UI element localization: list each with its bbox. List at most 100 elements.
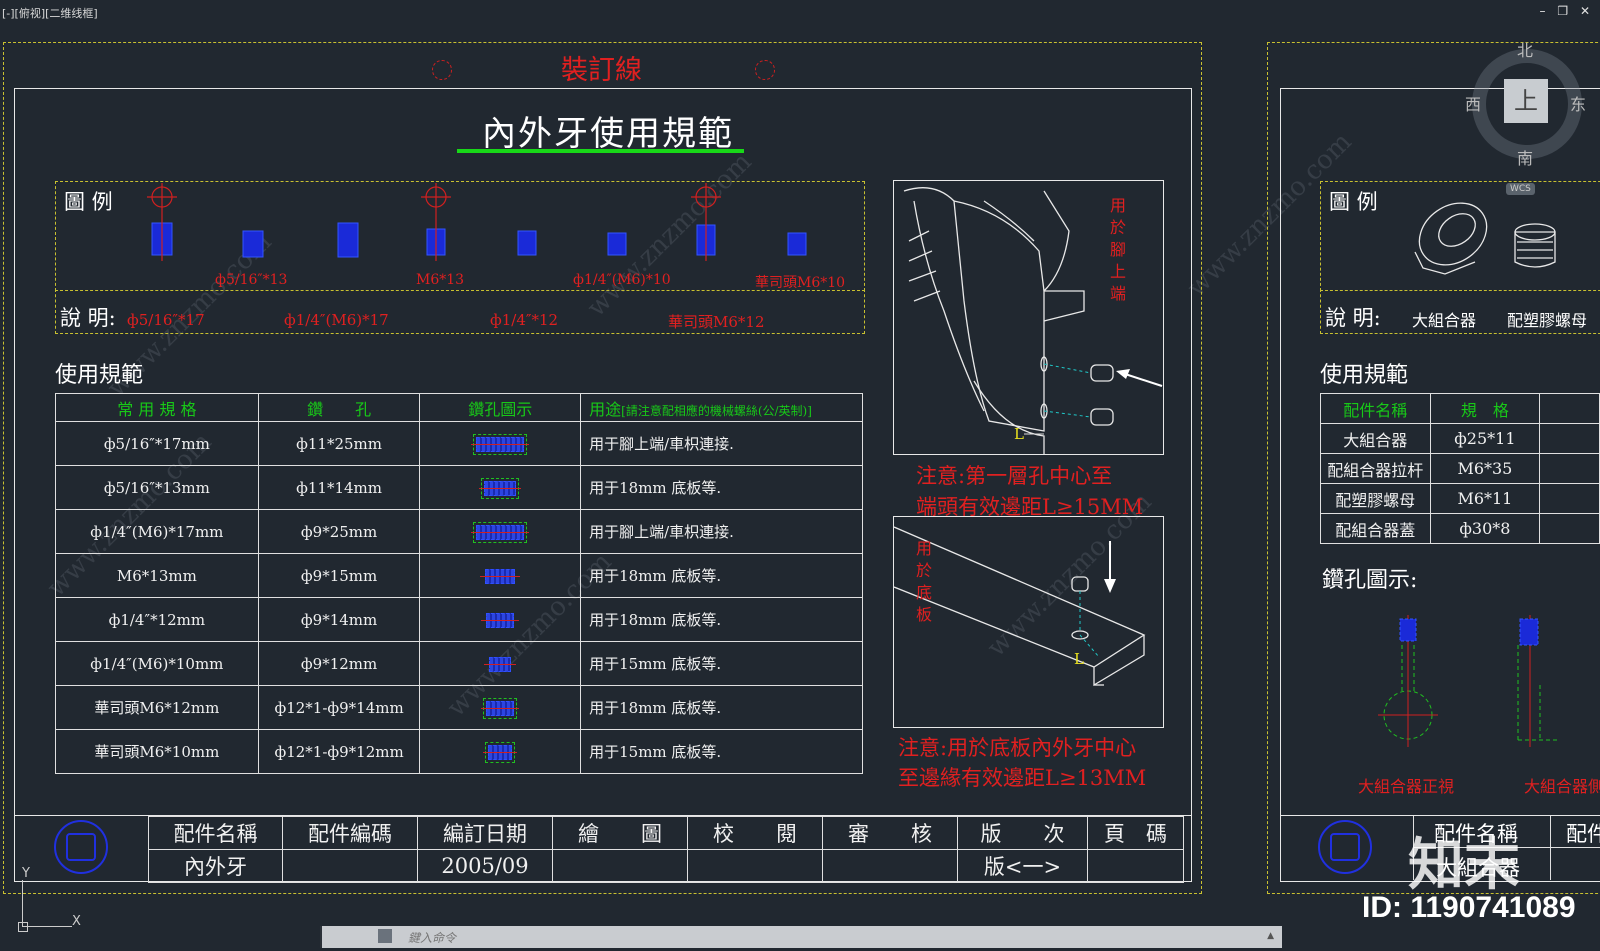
viewcube-north[interactable]: 北: [1517, 41, 1534, 60]
drill-diagram: [419, 597, 582, 642]
table-cell: 華司頭M6*10mm: [55, 729, 259, 774]
title-block-value: 版<一>: [957, 849, 1088, 883]
insert-nut-symbol: [787, 232, 807, 256]
figure2-letter: L: [1074, 650, 1084, 668]
right-sheet-inner-border: [1280, 88, 1600, 882]
title-block-value: [282, 849, 418, 883]
table-cell: ф11*14mm: [257, 465, 421, 510]
drill-diagram: [419, 509, 582, 554]
table-cell: 大組合器: [1320, 423, 1431, 454]
table-cell: 用于18mm 底板等.: [580, 685, 863, 730]
title-block-header: 審 核: [822, 816, 958, 850]
column-header-usage: 用途[請注意配相應的機械螺絲(公/英制)]: [580, 393, 863, 422]
restore-icon[interactable]: ❐: [1557, 4, 1573, 18]
viewcube-west[interactable]: 西: [1465, 95, 1482, 114]
legend-item: ф5/16″*13: [215, 272, 288, 288]
description-item: 華司頭M6*12: [668, 313, 765, 331]
ucs-origin: [18, 922, 28, 932]
table-cell: ф12*1-ф9*12mm: [257, 729, 421, 774]
right-title-block-line: [1280, 815, 1600, 816]
description-item: ф1/4″*12: [490, 311, 559, 329]
window-controls[interactable]: – ❐ ✕: [1540, 4, 1594, 18]
viewcube-south[interactable]: 南: [1517, 149, 1534, 168]
title-block-value: [552, 849, 688, 883]
column-header: 配件名稱: [1320, 393, 1431, 424]
description-box: [55, 289, 865, 334]
legend-item: 華司頭M6*10: [755, 275, 846, 291]
drill-diagram: [419, 421, 582, 466]
viewport-label[interactable]: [-][俯视][二维线框]: [2, 7, 98, 20]
right-usage-title: 使用規範: [1320, 363, 1409, 388]
table-cell: 用于腳上端/車枳連接.: [580, 509, 863, 554]
column-header: 常 用 規 格: [55, 393, 259, 422]
column-header: [1539, 393, 1600, 424]
table-row: 華司頭M6*10mm ф12*1-ф9*12mm 用于15mm 底板等.: [55, 729, 863, 774]
title-block-top-line: [14, 815, 1192, 816]
table-header-row: 常 用 規 格 鑽 孔 鑽孔圖示 用途[請注意配相應的機械螺絲(公/英制)]: [55, 393, 863, 422]
ucs-y-axis: [22, 880, 23, 926]
table-row: M6*13mm ф9*15mm 用于18mm 底板等.: [55, 553, 863, 598]
viewcube-east[interactable]: 东: [1570, 95, 1587, 114]
table-row: 華司頭M6*12mm ф12*1-ф9*14mm 用于18mm 底板等.: [55, 685, 863, 730]
figure-leg-top: [893, 180, 1164, 455]
table-cell: ф9*25mm: [257, 509, 421, 554]
title-block-value-row: 內外牙 2005/09 版<一>: [148, 849, 1184, 883]
table-cell: [1539, 483, 1600, 514]
wcs-menu[interactable]: WCS: [1506, 183, 1535, 195]
title-block-value: [687, 849, 823, 883]
close-icon[interactable]: ✕: [1579, 4, 1594, 18]
right-description-item: 大組合器: [1412, 311, 1477, 330]
title-underline: [457, 149, 744, 153]
binding-line-label: 裝訂線: [561, 55, 642, 86]
figure2-note-line1: 注意:用於底板內外牙中心: [898, 736, 1137, 760]
drill-diagram: [419, 641, 582, 686]
right-title-block-value: 大組合器: [1436, 856, 1520, 880]
command-prompt-icon[interactable]: [378, 929, 392, 943]
table-cell: ф30*8: [1429, 513, 1541, 544]
table-row: ф1/4″*12mm ф9*14mm 用于18mm 底板等.: [55, 597, 863, 642]
title-block-value: 2005/09: [417, 849, 553, 883]
table-cell: 配組合器拉杆: [1320, 453, 1431, 484]
right-drill-caption: 大組合器正視: [1358, 777, 1455, 796]
table-cell: 用于15mm 底板等.: [580, 729, 863, 774]
table-cell: ф1/4″(M6)*17mm: [55, 509, 259, 554]
table-cell: ф9*15mm: [257, 553, 421, 598]
table-row: ф5/16″*17mm ф11*25mm 用于腳上端/車枳連接.: [55, 421, 863, 466]
right-drill-title: 鑽孔圖示:: [1322, 568, 1418, 593]
description-item: ф5/16″*17: [127, 311, 205, 329]
leg-drawing: [903, 187, 1163, 454]
command-input-placeholder[interactable]: 鍵入命令: [408, 931, 457, 945]
table-cell: 用于15mm 底板等.: [580, 641, 863, 686]
table-cell: ф11*25mm: [257, 421, 421, 466]
command-line[interactable]: 鍵入命令 ▲: [322, 926, 1282, 948]
table-cell: 用于腳上端/車枳連接.: [580, 421, 863, 466]
binding-hole-left: [432, 60, 452, 80]
viewcube-face-top[interactable]: 上: [1504, 79, 1548, 123]
table-cell: [1539, 423, 1600, 454]
table-cell: 用于18mm 底板等.: [580, 597, 863, 642]
usage-title: 使用規範: [55, 363, 144, 388]
table-cell: [1539, 453, 1600, 484]
table-cell: 華司頭M6*12mm: [55, 685, 259, 730]
insert-nut-symbol: [607, 232, 627, 256]
spec-table: 常 用 規 格 鑽 孔 鑽孔圖示 用途[請注意配相應的機械螺絲(公/英制)] ф…: [55, 393, 863, 774]
table-cell: ф5/16″*13mm: [55, 465, 259, 510]
drill-diagram: [419, 729, 582, 774]
column-header: 規 格: [1429, 393, 1541, 424]
column-header: 鑽孔圖示: [419, 393, 582, 422]
title-block-header: 配件名稱: [148, 816, 283, 850]
table-cell: ф9*12mm: [257, 641, 421, 686]
legend-label: 圖 例: [64, 190, 113, 214]
command-history-icon[interactable]: ▲: [1267, 931, 1274, 941]
minimize-icon[interactable]: –: [1539, 4, 1550, 18]
table-header-row: 配件名稱 規 格: [1320, 393, 1600, 424]
table-row: ф1/4″(M6)*17mm ф9*25mm 用于腳上端/車枳連接.: [55, 509, 863, 554]
binding-hole-right: [755, 60, 775, 80]
drill-diagram: [419, 553, 582, 598]
company-logo: [54, 820, 108, 874]
table-cell: [1539, 513, 1600, 544]
description-item: ф1/4″(M6)*17: [284, 311, 389, 329]
brand-watermark: 知末: [1408, 833, 1520, 898]
